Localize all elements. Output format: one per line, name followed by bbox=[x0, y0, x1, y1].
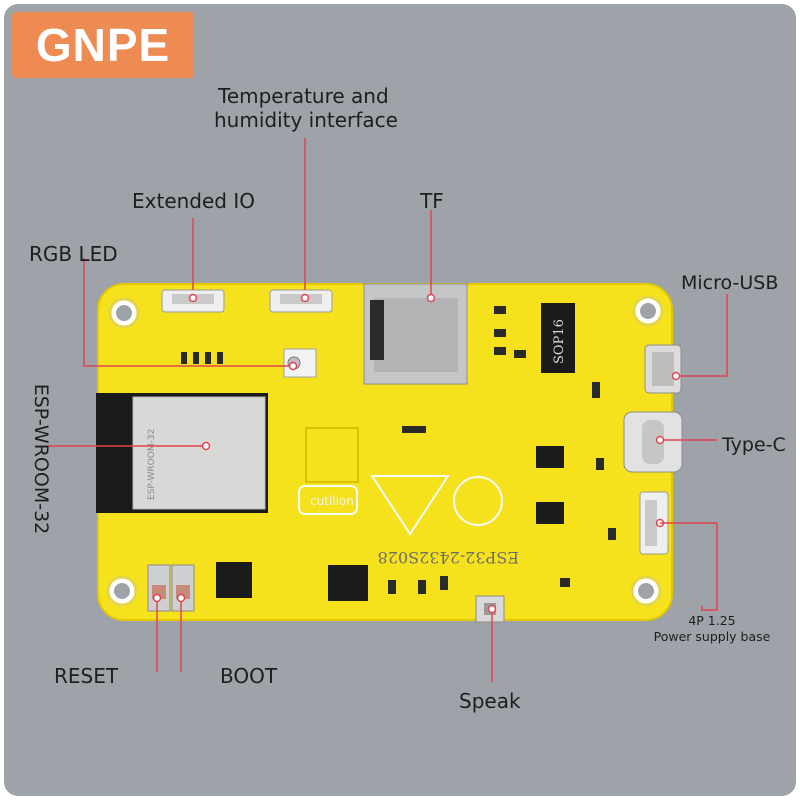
mounting-holes bbox=[106, 295, 664, 607]
power-supply-label-line1: 4P 1.25 bbox=[688, 613, 736, 628]
boot-button-part bbox=[171, 564, 195, 612]
esp-wroom-label: ESP-WROOM-32 bbox=[30, 383, 52, 535]
ic-chip bbox=[216, 562, 252, 598]
board-name-silkscreen: ESP32-2432S028 bbox=[378, 548, 519, 567]
speak-label: Speak bbox=[459, 689, 521, 713]
rgb-led-label: RGB LED bbox=[29, 242, 118, 266]
temperature-label-line1: Temperature and bbox=[218, 84, 389, 108]
pcb-illustration: ESP-WROOM-32 SOP16 bbox=[48, 138, 728, 682]
regulator-chip bbox=[536, 446, 564, 468]
micro-usb-label: Micro-USB bbox=[681, 272, 779, 294]
ic-chip bbox=[305, 427, 359, 483]
tf-label: TF bbox=[420, 189, 444, 213]
brand-badge: GNPE bbox=[12, 12, 194, 78]
extended-io-label: Extended IO bbox=[132, 189, 255, 213]
brand-logo-silkscreen: cutilion bbox=[310, 494, 354, 508]
rgb-led-part bbox=[283, 348, 317, 378]
boot-label: BOOT bbox=[220, 664, 278, 688]
regulator-chip bbox=[536, 502, 564, 524]
smd-components bbox=[181, 306, 616, 594]
reset-button-part bbox=[147, 564, 171, 612]
type-c-port bbox=[623, 411, 683, 473]
silkscreen bbox=[298, 475, 503, 536]
leader-lines bbox=[48, 138, 728, 682]
svg-text:ESP-WROOM-32: ESP-WROOM-32 bbox=[147, 429, 157, 500]
esp-wroom-module: ESP-WROOM-32 bbox=[96, 393, 268, 513]
sop16-chip: SOP16 bbox=[541, 303, 575, 373]
power-supply-label-line2: Power supply base bbox=[653, 629, 771, 644]
temp-humidity-connector bbox=[269, 289, 333, 313]
reset-label: RESET bbox=[54, 664, 119, 688]
temperature-label-line2: humidity interface bbox=[214, 108, 398, 132]
brand-logo: GNPE bbox=[35, 19, 171, 71]
image-frame: ESP-WROOM-32 SOP16 bbox=[4, 4, 796, 796]
type-c-label: Type-C bbox=[722, 434, 786, 456]
ic-chip bbox=[328, 565, 368, 601]
svg-text:SOP16: SOP16 bbox=[552, 319, 567, 364]
power-supply-connector bbox=[639, 491, 669, 555]
tf-card-slot bbox=[363, 283, 468, 385]
micro-usb-port bbox=[644, 344, 682, 394]
